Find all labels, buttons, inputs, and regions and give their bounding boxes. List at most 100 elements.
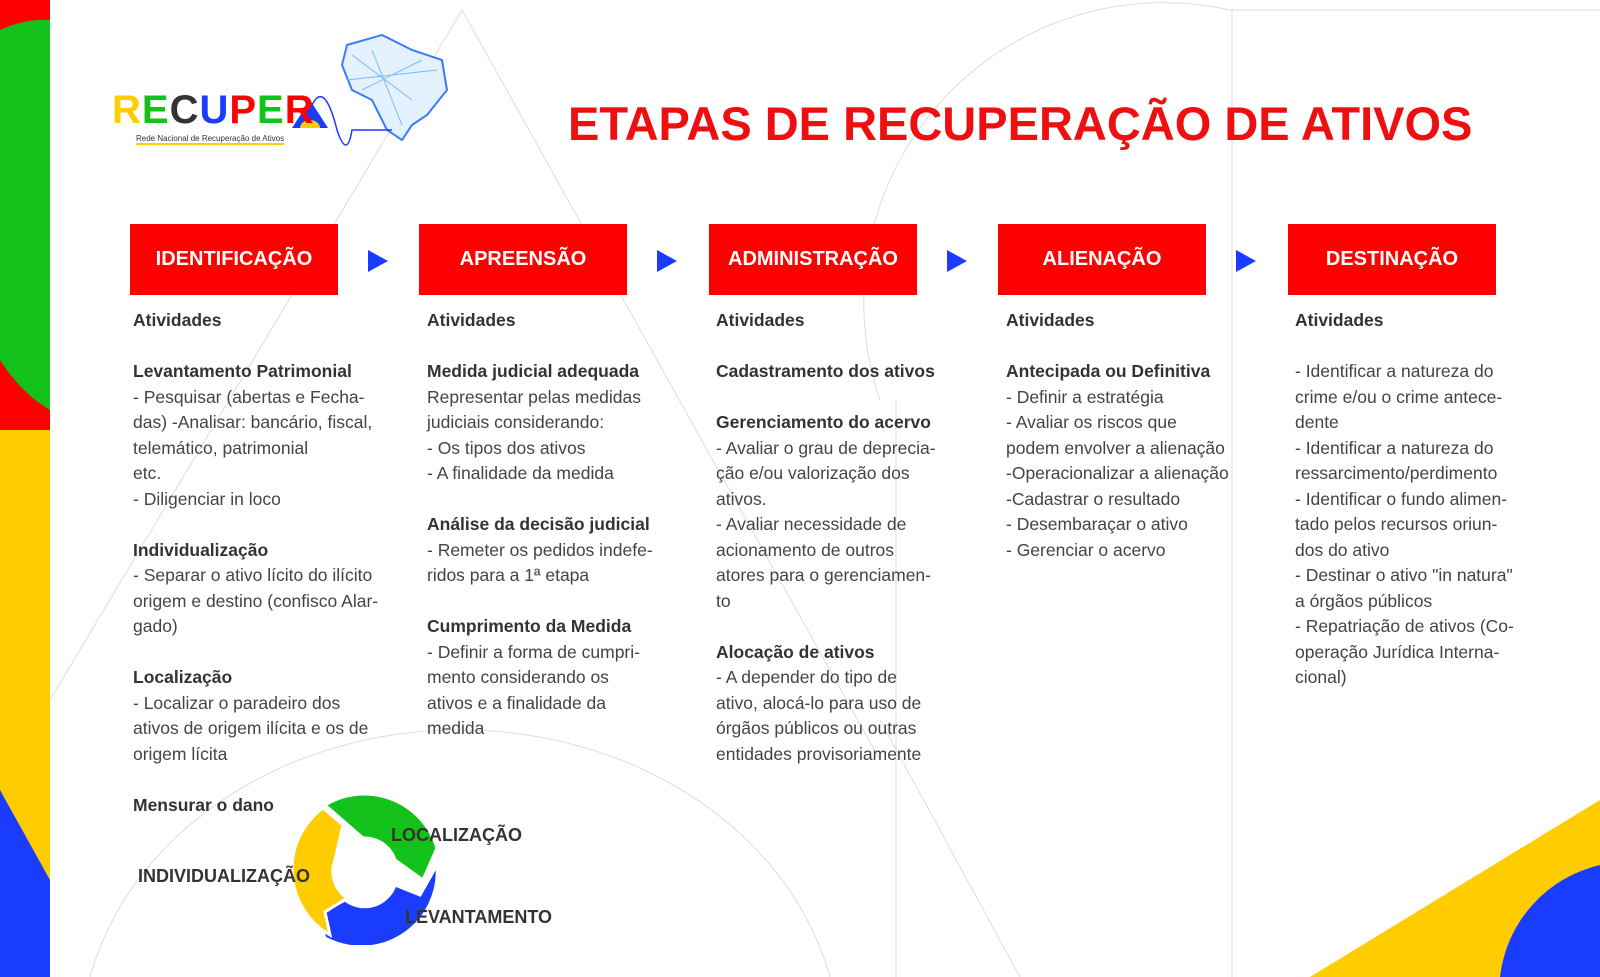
activity-line: ridos para a 1ª etapa <box>427 565 590 585</box>
activity-heading: Atividades <box>133 310 222 330</box>
activity-line: dos do ativo <box>1295 539 1390 560</box>
activity-line: - Identificar o fundo alimen- <box>1295 488 1508 509</box>
stage-identificacao: IDENTIFICAÇÃO <box>130 224 338 295</box>
activity-heading: Análise da decisão judicial <box>427 514 650 534</box>
activity-line: - Definir a estratégia <box>1006 386 1164 407</box>
activity-line: ativos e a finalidade da <box>427 692 607 713</box>
activity-line: Representar pelas medidas <box>427 386 642 407</box>
activity-line <box>133 512 403 538</box>
activity-line: - Identificar a natureza do <box>1295 361 1494 381</box>
activity-heading: Medida judicial adequada <box>427 361 639 381</box>
activity-line: das) -Analisar: bancário, fiscal, <box>133 412 373 432</box>
activity-line: tado pelos recursos oriun- <box>1295 514 1498 534</box>
activity-heading: Antecipada ou Definitiva <box>1006 361 1211 381</box>
stage-alienacao: ALIENAÇÃO <box>998 224 1206 295</box>
activities-column: Atividades - Identificar a natureza do cri… <box>1295 308 1565 691</box>
activity-line: - Diligenciar in loco <box>133 488 281 509</box>
logo-text: RECUPER <box>112 88 315 132</box>
activity-line: to <box>716 590 731 611</box>
activity-line: - Repatriação de ativos (Co- <box>1295 616 1514 636</box>
activity-line: -Operacionalizar a alienação <box>1006 463 1229 483</box>
activity-line: - Remeter os pedidos indefe- <box>427 539 653 560</box>
activity-line: - Pesquisar (abertas e Fecha- <box>133 386 365 407</box>
activity-line: ativos de origem ilícita e os de <box>133 718 369 738</box>
activity-heading: Cadastramento dos ativos <box>716 361 935 381</box>
activity-heading: Individualização <box>133 539 269 560</box>
activity-line: ressarcimento/perdimento <box>1295 463 1498 483</box>
activity-heading: Levantamento Patrimonial <box>133 361 352 381</box>
activity-line: judiciais considerando: <box>427 412 605 432</box>
activity-heading: Atividades <box>1006 310 1095 330</box>
activity-line: etc. <box>133 463 162 483</box>
activity-line <box>1006 334 1276 360</box>
activity-line: gado) <box>133 616 178 636</box>
activity-line: - Desembaraçar o ativo <box>1006 514 1188 534</box>
activity-line: origem lícita <box>133 743 228 764</box>
activity-heading: Atividades <box>716 310 805 330</box>
activity-line <box>427 487 697 513</box>
cycle-label-levantamento: LEVANTAMENTO <box>405 907 552 927</box>
activity-line <box>133 767 403 793</box>
cycle-segment-green <box>322 795 439 883</box>
activity-line: - Avaliar os riscos que <box>1006 412 1177 432</box>
activity-line: entidades provisoriamente <box>716 743 922 764</box>
activity-line: - A finalidade da medida <box>427 463 614 483</box>
stage-apreensao: APREENSÃO <box>419 224 627 295</box>
activity-line: - Localizar o paradeiro dos <box>133 692 341 713</box>
activity-line <box>716 614 986 640</box>
cycle-label-individualizacao: INDIVIDUALIZAÇÃO <box>138 866 310 886</box>
activity-line: ativo, alocá-lo para uso de <box>716 692 922 713</box>
activity-line: - Gerenciar o acervo <box>1006 539 1166 560</box>
activity-heading: Atividades <box>1295 310 1384 330</box>
cycle-segment-blue <box>315 860 439 945</box>
activity-line: crime e/ou o crime antece- <box>1295 386 1503 407</box>
activity-line: medida <box>427 718 485 738</box>
activity-heading: Alocação de ativos <box>716 641 875 662</box>
cycle-diagram <box>290 795 439 945</box>
cycle-label-localizacao: LOCALIZAÇÃO <box>391 825 522 845</box>
activity-line: - Definir a forma de cumpri- <box>427 641 640 662</box>
activity-line: ativos. <box>716 488 767 509</box>
activity-line: - Avaliar necessidade de <box>716 514 907 534</box>
activity-line <box>427 334 697 360</box>
activity-line: -Cadastrar o resultado <box>1006 488 1181 509</box>
logo-subtitle: Rede Nacional de Recuperação de Ativos <box>136 134 285 145</box>
activity-line: atores para o gerenciamen- <box>716 565 931 585</box>
activity-line: - Os tipos dos ativos <box>427 437 586 458</box>
activity-heading: Gerenciamento do acervo <box>716 412 931 432</box>
activity-line <box>427 589 697 615</box>
stage-destinacao: DESTINAÇÃO <box>1288 224 1496 295</box>
arrow-right-icon <box>947 250 967 272</box>
activity-line <box>133 334 403 360</box>
activity-line: dente <box>1295 412 1339 432</box>
activity-heading: Localização <box>133 667 233 687</box>
activity-line: ção e/ou valorização dos <box>716 463 910 483</box>
activity-line <box>133 640 403 666</box>
activity-line: operação Jurídica Interna- <box>1295 641 1500 662</box>
activity-line <box>716 385 986 411</box>
activity-line: - Avaliar o grau de deprecia- <box>716 437 936 458</box>
activity-line: - Destinar o ativo "in natura" <box>1295 565 1513 585</box>
activity-heading: Cumprimento da Medida <box>427 616 632 636</box>
activity-heading: Atividades <box>427 310 516 330</box>
page-title: ETAPAS DE RECUPERAÇÃO DE ATIVOS <box>568 97 1473 150</box>
activity-line: origem e destino (confisco Alar- <box>133 590 379 611</box>
brazil-map-logo-icon <box>292 33 449 146</box>
activity-line: podem envolver a alienação <box>1006 437 1225 458</box>
activity-heading: Mensurar o dano <box>133 794 274 815</box>
arrow-right-icon <box>657 250 677 272</box>
activity-line: mento considerando os <box>427 667 609 687</box>
activity-line: - Separar o ativo lícito do ilícito <box>133 565 373 585</box>
activity-line: órgãos públicos ou outras <box>716 718 917 738</box>
activity-line: a órgãos públicos <box>1295 590 1433 611</box>
cycle-segment-yellow <box>290 806 350 939</box>
activity-line: acionamento de outros <box>716 539 895 560</box>
arrow-right-icon <box>368 250 388 272</box>
recupera-logo: RECUPER Rede Nacional de Recuperação de … <box>112 30 452 160</box>
activity-line: telemático, patrimonial <box>133 437 309 458</box>
activity-line: - A depender do tipo de <box>716 667 897 687</box>
